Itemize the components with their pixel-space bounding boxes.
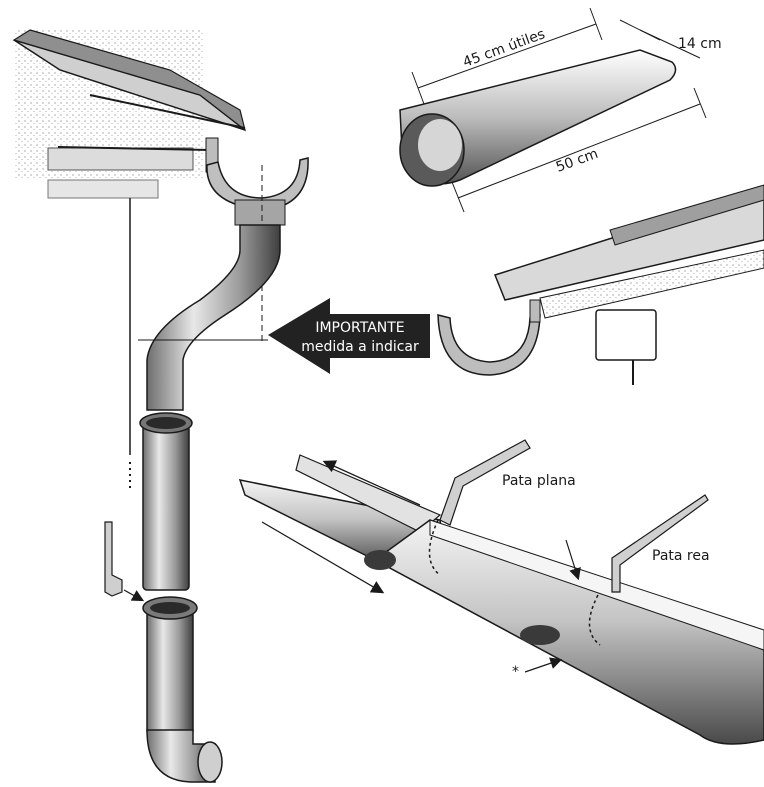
outlet-collar [234, 199, 286, 226]
gutter-joint-1 [364, 550, 396, 570]
bracket-rear-band [588, 594, 601, 646]
gutter-hanger [529, 299, 541, 323]
important-label-line2: medida a indicar [301, 339, 419, 355]
important-arrow: IMPORTANTE medida a indicar [268, 298, 430, 374]
dim-tick-useful-a [411, 71, 425, 105]
arrow-slide-forward [261, 521, 385, 594]
roof-tile-2 [12, 29, 247, 132]
label-useful-length: 45 cm útiles [461, 26, 547, 70]
eave-roof-right [437, 184, 764, 385]
gutter-long-main [373, 519, 764, 745]
downpipe-sections [104, 412, 223, 783]
dim-tick-total-a [451, 181, 465, 213]
gutter-dimension-detail: 45 cm útiles 14 cm 50 cm [399, 7, 722, 213]
bracket-rear [611, 494, 709, 593]
downpipe-socket-lower-inner [150, 602, 190, 614]
dim-tick-useful-b [589, 7, 603, 41]
roof-right-fascia [539, 249, 764, 319]
gooseneck-bend [146, 224, 281, 411]
rafter-board-2 [47, 179, 159, 199]
downpipe-socket-upper-inner [146, 417, 186, 429]
gutter-end-inner [418, 119, 462, 171]
dim-tick-total-b [693, 87, 707, 119]
label-total-length: 50 cm [554, 146, 600, 176]
roof-right-ridge [609, 184, 764, 246]
label-rear-bracket: Pata rea [652, 548, 710, 564]
label-flat-bracket: Pata plana [502, 473, 576, 489]
gutter-long-lip [429, 519, 764, 651]
gooseneck-downpipe [138, 157, 309, 411]
downpipe-section-lower [146, 609, 194, 736]
label-width: 14 cm [678, 36, 722, 52]
clip-insert-arrow [123, 589, 145, 602]
roof-tile-3 [89, 94, 246, 129]
important-arrow-shape [268, 298, 430, 374]
dim-line-useful [417, 23, 597, 89]
arrow-rear-insert [565, 539, 581, 581]
arrow-asterisk [524, 657, 563, 673]
label-asterisk: * [512, 664, 519, 680]
gutter-assembly: Pata plana Pata rea * [238, 439, 764, 745]
bracket-flat [439, 439, 531, 526]
gutter-joint-2 [520, 625, 560, 645]
downpipe-elbow-opening [197, 741, 223, 783]
arrow-slide-back [322, 460, 421, 506]
pipe-clip [104, 521, 123, 597]
bracket-flat-band [428, 519, 441, 576]
dim-line-total [457, 103, 701, 199]
dim-tick-width-a [619, 19, 661, 41]
downpipe-section-upper [142, 424, 190, 591]
nail-line [57, 146, 211, 151]
gutter-cross-section [437, 313, 541, 376]
important-label-line1: IMPORTANTE [315, 320, 404, 336]
rafter-board-1 [47, 147, 194, 171]
eave-roof-left [12, 29, 247, 492]
wall-box [595, 309, 657, 361]
